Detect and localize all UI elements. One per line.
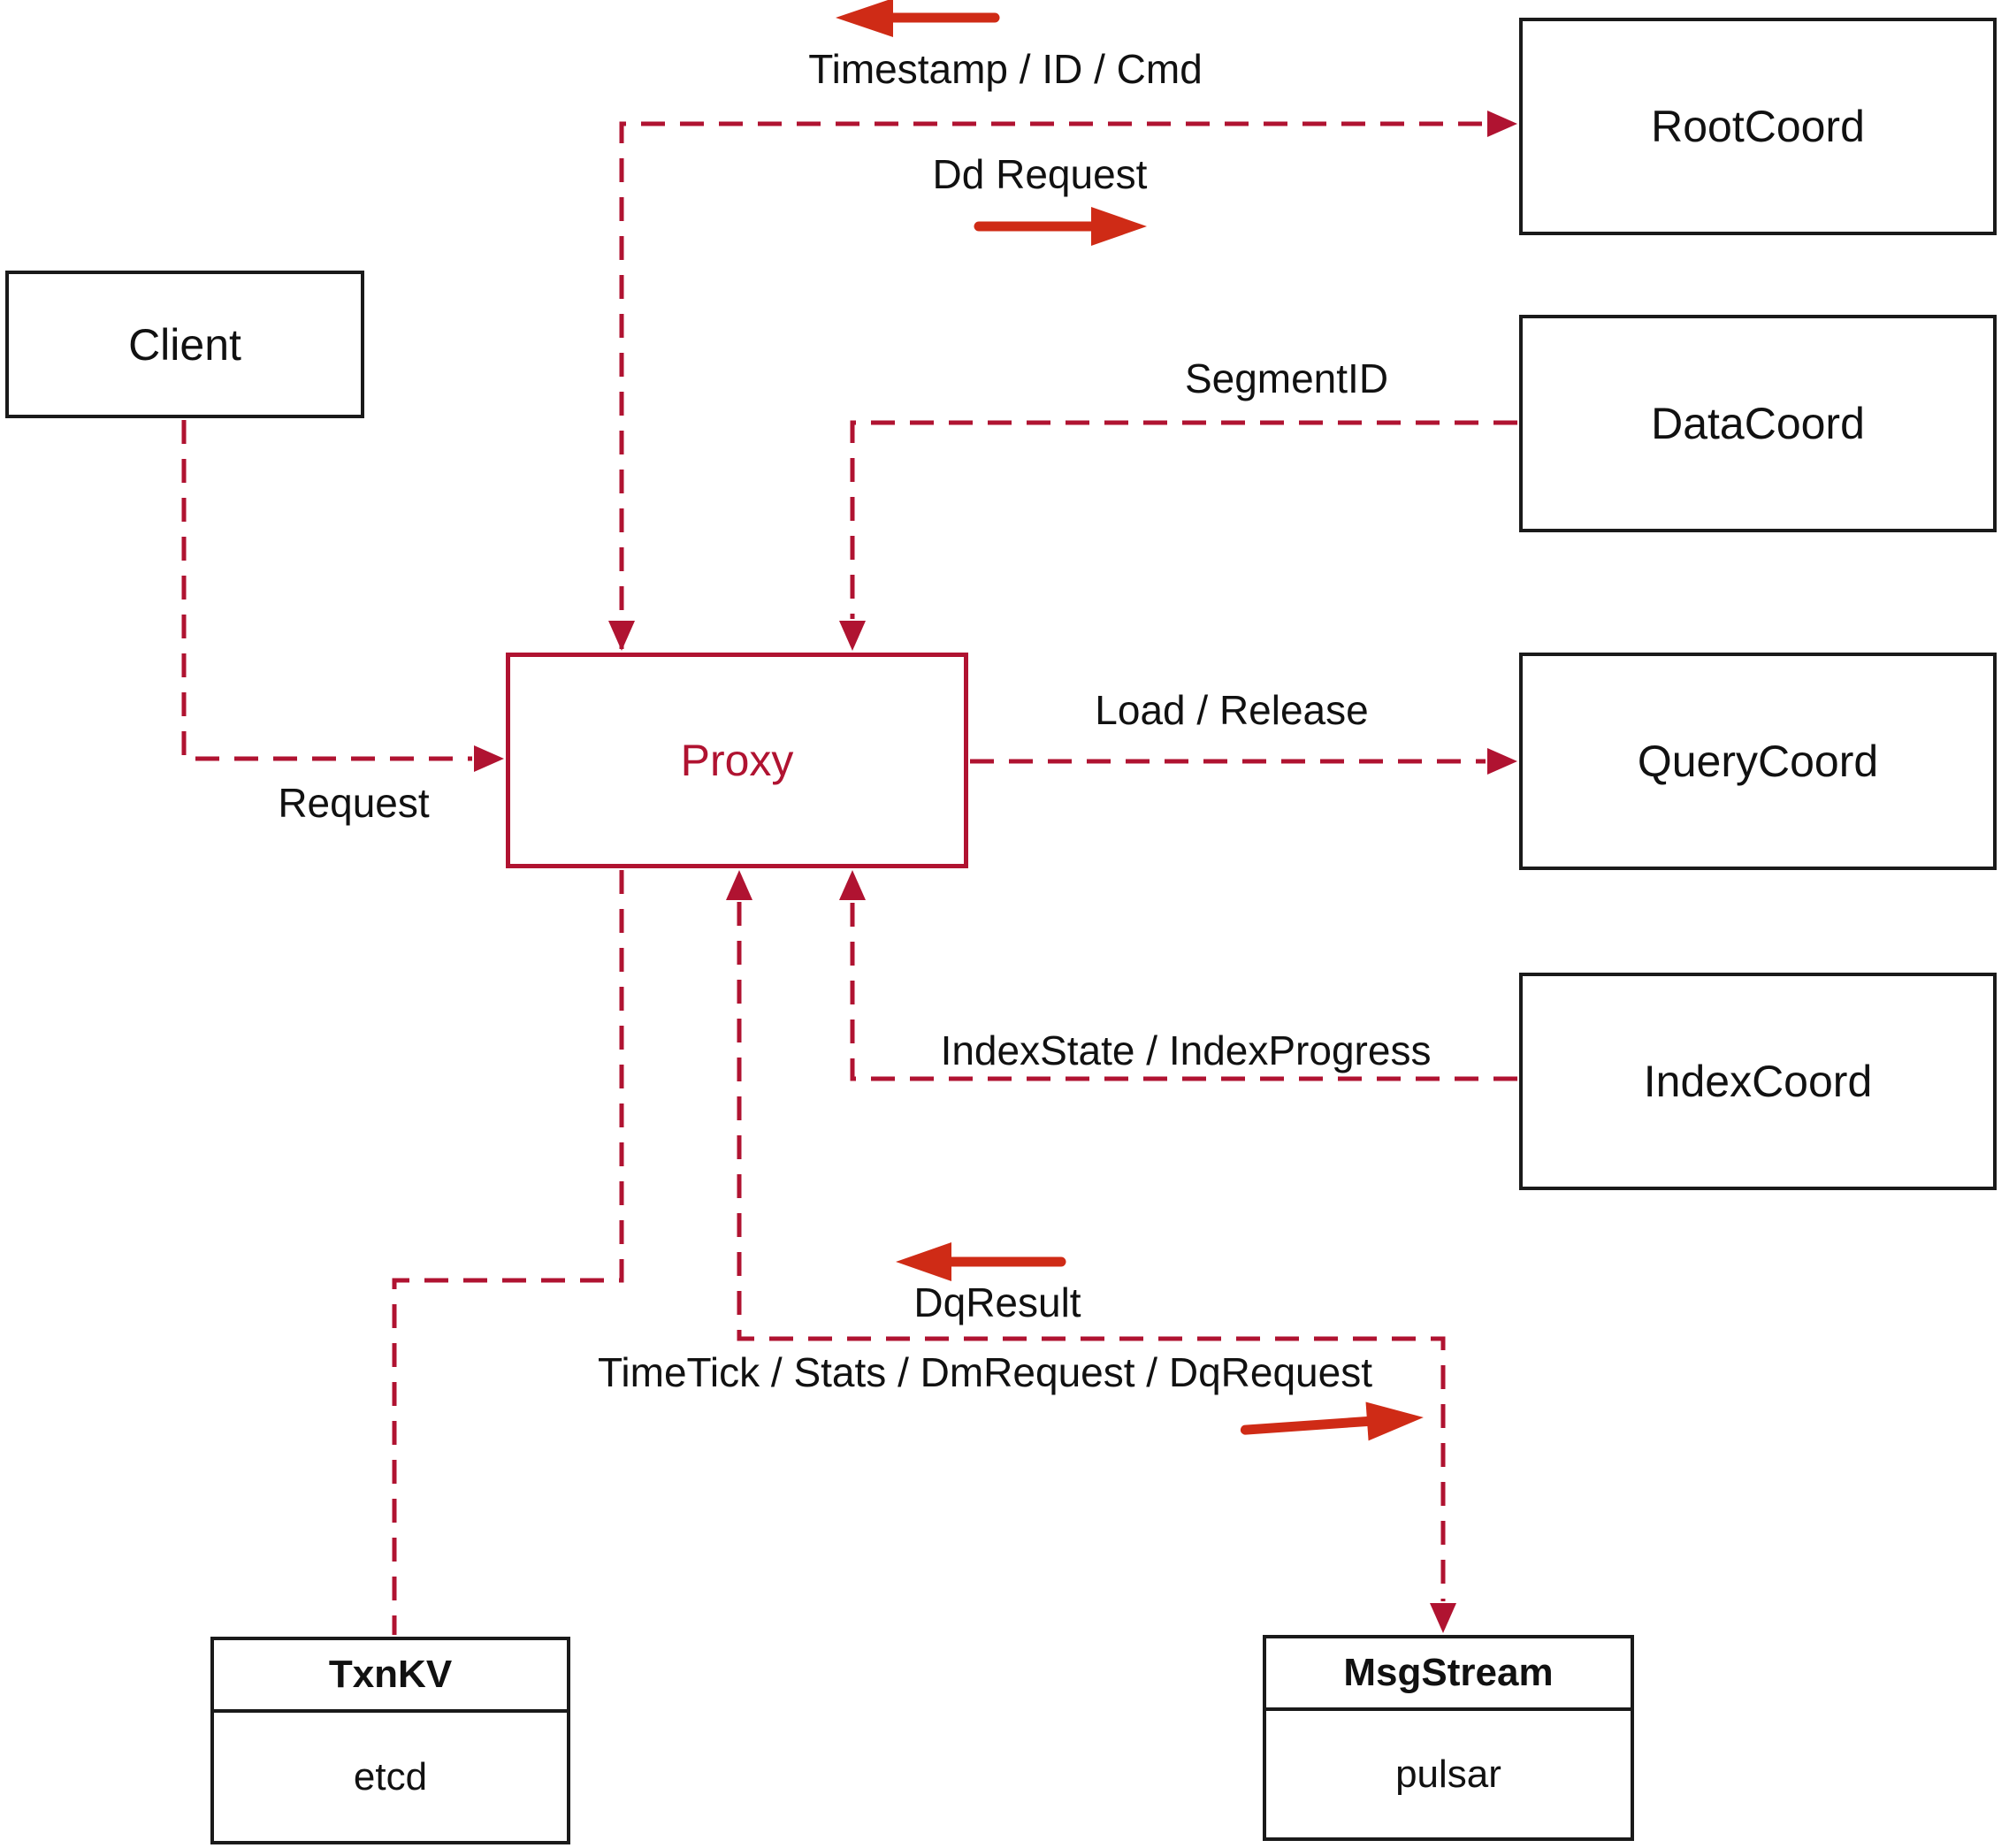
edge-indexcoord-proxy xyxy=(839,870,1517,1081)
edge-proxy-rootcoord xyxy=(608,111,1517,651)
request-label: Request xyxy=(278,780,430,826)
dq-result-label: DqResult xyxy=(913,1279,1081,1325)
client-node: Client xyxy=(5,271,364,418)
client-label: Client xyxy=(128,319,241,370)
proxy-label: Proxy xyxy=(680,736,794,785)
querycoord-label: QueryCoord xyxy=(1637,737,1879,786)
dd-request-label: Dd Request xyxy=(932,151,1148,197)
edge-proxy-txnkv xyxy=(392,870,624,1635)
msgstream-title: MsgStream xyxy=(1266,1638,1631,1711)
msgstream-subtitle: pulsar xyxy=(1395,1752,1501,1796)
indexcoord-node: IndexCoord xyxy=(1519,973,1997,1190)
load-release-label: Load / Release xyxy=(1095,687,1369,733)
rootcoord-label: RootCoord xyxy=(1651,102,1865,151)
txnkv-subtitle: etcd xyxy=(353,1754,428,1798)
arrow-left-icon xyxy=(896,1242,1066,1281)
rootcoord-node: RootCoord xyxy=(1519,18,1997,235)
querycoord-node: QueryCoord xyxy=(1519,653,1997,870)
segment-id-label: SegmentID xyxy=(1184,355,1389,401)
proxy-node: Proxy xyxy=(506,653,968,868)
timestamp-id-cmd-label: Timestamp / ID / Cmd xyxy=(808,46,1203,92)
datacoord-node: DataCoord xyxy=(1519,315,1997,532)
edge-proxy-querycoord xyxy=(970,748,1517,775)
arrow-right-icon xyxy=(1240,1401,1424,1441)
edge-client-proxy xyxy=(181,420,504,772)
indexcoord-label: IndexCoord xyxy=(1643,1057,1873,1106)
msgstream-node: MsgStream pulsar xyxy=(1263,1635,1634,1841)
arrow-right-icon xyxy=(974,207,1147,246)
edge-proxy-msgstream xyxy=(726,870,1456,1633)
txnkv-node: TxnKV etcd xyxy=(210,1637,570,1844)
edge-datacoord-proxy xyxy=(839,420,1517,651)
time-tick-label: TimeTick / Stats / DmRequest / DqRequest xyxy=(598,1349,1372,1395)
txnkv-title: TxnKV xyxy=(214,1640,567,1713)
index-state-label: IndexState / IndexProgress xyxy=(940,1027,1432,1073)
arrow-left-icon xyxy=(836,0,1000,37)
datacoord-label: DataCoord xyxy=(1651,399,1865,448)
